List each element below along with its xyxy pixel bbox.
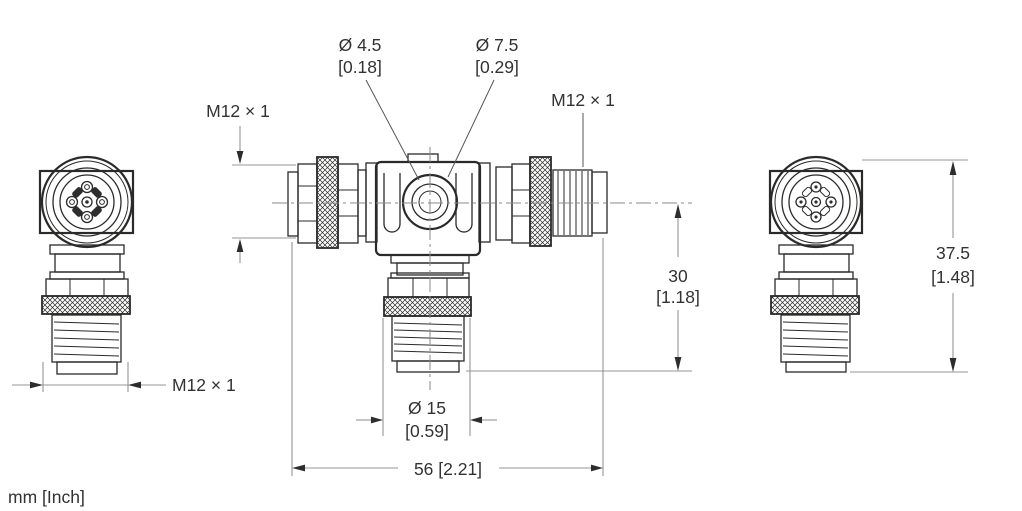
keying-marks: [801, 186, 831, 217]
right-slot: [455, 173, 473, 233]
dim-height-right: [850, 159, 968, 373]
label-thread-top-right: M12 × 1: [551, 90, 615, 110]
dimensions: [12, 79, 968, 476]
label-thread-bottom-left: M12 × 1: [172, 375, 236, 395]
knurled-ring: [41, 295, 131, 315]
leader-dia-small: [365, 79, 420, 181]
leader-dia-large: [447, 79, 495, 178]
labels: Ø 4.5 [0.18] Ø 7.5 [0.29] M12 × 1 M12 × …: [8, 35, 975, 507]
right-knurl: [529, 156, 552, 247]
washer: [49, 271, 125, 280]
male-thread: [51, 314, 122, 363]
left-slot: [383, 173, 401, 233]
male-thread: [780, 314, 851, 363]
knurled-ring: [770, 295, 860, 315]
units-note: mm [Inch]: [8, 487, 85, 507]
body-neck: [54, 253, 121, 273]
hex-nut: [774, 278, 858, 297]
label-dia-small-inch: [0.18]: [338, 57, 382, 77]
top-boss: [407, 153, 439, 163]
label-dia-bottom-mm: Ø 15: [408, 398, 446, 418]
dim-dia-bottom: [356, 318, 497, 436]
label-width: 56 [2.21]: [414, 459, 482, 479]
right-connector-view: [768, 155, 864, 373]
insert-rim: [52, 167, 122, 237]
label-dia-bottom-inch: [0.59]: [405, 421, 449, 441]
label-height-center-mm: 30: [668, 266, 688, 286]
washer: [778, 271, 854, 280]
bottom-knurl: [383, 296, 472, 317]
dim-height-center: [466, 204, 692, 372]
left-end-ring: [287, 171, 299, 237]
bottom-male-thread: [391, 315, 465, 362]
dim-thread-bottom-left: [12, 362, 166, 392]
label-dia-large-inch: [0.29]: [475, 57, 519, 77]
thread-tip: [56, 361, 118, 375]
dim-width: [291, 238, 604, 476]
pin-contacts: [795, 181, 837, 223]
bottom-hex-nut: [387, 277, 470, 298]
label-height-center-inch: [1.18]: [656, 287, 700, 307]
label-height-right-mm: 37.5: [936, 243, 970, 263]
dim-thread-top-left: [232, 126, 296, 263]
coupling-ring-inner: [45, 160, 129, 244]
insert-face: [59, 174, 115, 230]
label-thread-top-left: M12 × 1: [206, 101, 270, 121]
left-connector-view: [38, 155, 135, 375]
thread-tip: [785, 361, 847, 373]
label-dia-small-mm: Ø 4.5: [339, 35, 382, 55]
center-tee-view: [272, 147, 692, 390]
hex-nut: [45, 278, 129, 297]
body-neck: [783, 253, 850, 273]
bottom-thread-tip: [396, 360, 460, 373]
socket-contacts: [65, 180, 109, 224]
keying-slots: [72, 187, 102, 217]
label-dia-large-mm: Ø 7.5: [476, 35, 519, 55]
coupling-ring-outer: [40, 155, 134, 249]
label-height-right-inch: [1.48]: [931, 267, 975, 287]
